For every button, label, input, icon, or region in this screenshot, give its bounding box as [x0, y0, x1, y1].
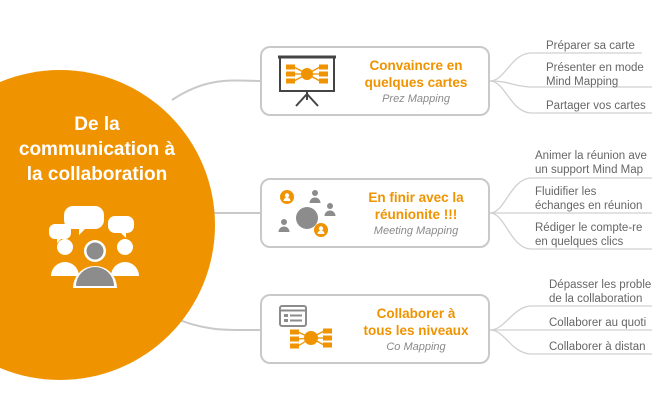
hub-connector-1: [171, 79, 261, 101]
branch-subtitle: Co Mapping: [386, 340, 446, 353]
branch-title-line: quelques cartes: [364, 74, 468, 90]
leaf-item[interactable]: Rédiger le compte-re en quelques clics: [535, 221, 642, 249]
branch-title-line: En finir avec la: [368, 189, 464, 205]
leaf-item[interactable]: Collaborer au quoti: [549, 316, 646, 330]
leaf-item[interactable]: Dépasser les proble de la collaboration: [549, 278, 651, 306]
branch-title-line: Collaborer à: [376, 305, 456, 321]
leaf-item[interactable]: Partager vos cartes: [546, 99, 646, 113]
leaf-line: un support Mind Map: [535, 164, 644, 176]
leaf-item[interactable]: Préparer sa carte: [546, 39, 635, 53]
leaf-item[interactable]: Animer la réunion ave un support Mind Ma…: [535, 149, 647, 177]
leaf-line: Collaborer au quoti: [549, 317, 647, 329]
leaf-line: Présenter en mode: [546, 62, 644, 74]
hub-title: De la communication à la collaboration: [2, 112, 192, 187]
branch-title-line: Convaincre en: [369, 57, 463, 73]
leaf-line: Rédiger le compte-re: [535, 222, 643, 234]
branch-card-meeting-mapping[interactable]: En finir avec la réunionite !!! Meeting …: [260, 178, 490, 248]
leaf-line: Animer la réunion ave: [535, 150, 647, 162]
branch-title-line: tous les niveaux: [363, 322, 469, 338]
branch-subtitle: Meeting Mapping: [373, 224, 459, 237]
meeting-people-icon: [278, 190, 336, 237]
branch-subtitle: Prez Mapping: [382, 92, 450, 105]
leaf-line: Fluidifier les: [535, 186, 597, 198]
hub-title-line: communication à: [18, 139, 176, 160]
branch-card-prez-mapping[interactable]: Convaincre en quelques cartes Prez Mappi…: [260, 46, 490, 116]
presentation-board-icon: [278, 55, 336, 107]
hub-title-line: la collaboration: [26, 164, 168, 185]
leaf-line: Mind Mapping: [546, 76, 619, 88]
leaf-item[interactable]: Présenter en mode Mind Mapping: [546, 61, 644, 89]
branch-card-co-mapping[interactable]: Collaborer à tous les niveaux Co Mapping: [260, 294, 490, 364]
hub-title-line: De la: [74, 114, 120, 135]
leaf-item[interactable]: Fluidifier les échanges en réunion: [535, 185, 642, 213]
leaf-line: en quelques clics: [535, 236, 624, 248]
leaf-line: échanges en réunion: [535, 200, 643, 212]
leaf-line: Collaborer à distan: [549, 341, 646, 353]
leaf-line: de la collaboration: [549, 293, 643, 305]
branch-title-line: réunionite !!!: [374, 206, 458, 222]
leaf-item[interactable]: Collaborer à distan: [549, 340, 646, 354]
people-chat-icon: [49, 206, 139, 288]
leaf-line: Dépasser les proble: [549, 279, 652, 291]
leaf-line: Partager vos cartes: [546, 100, 646, 112]
shared-mindmap-icon: [279, 305, 332, 349]
leaf-line: Préparer sa carte: [546, 40, 635, 52]
